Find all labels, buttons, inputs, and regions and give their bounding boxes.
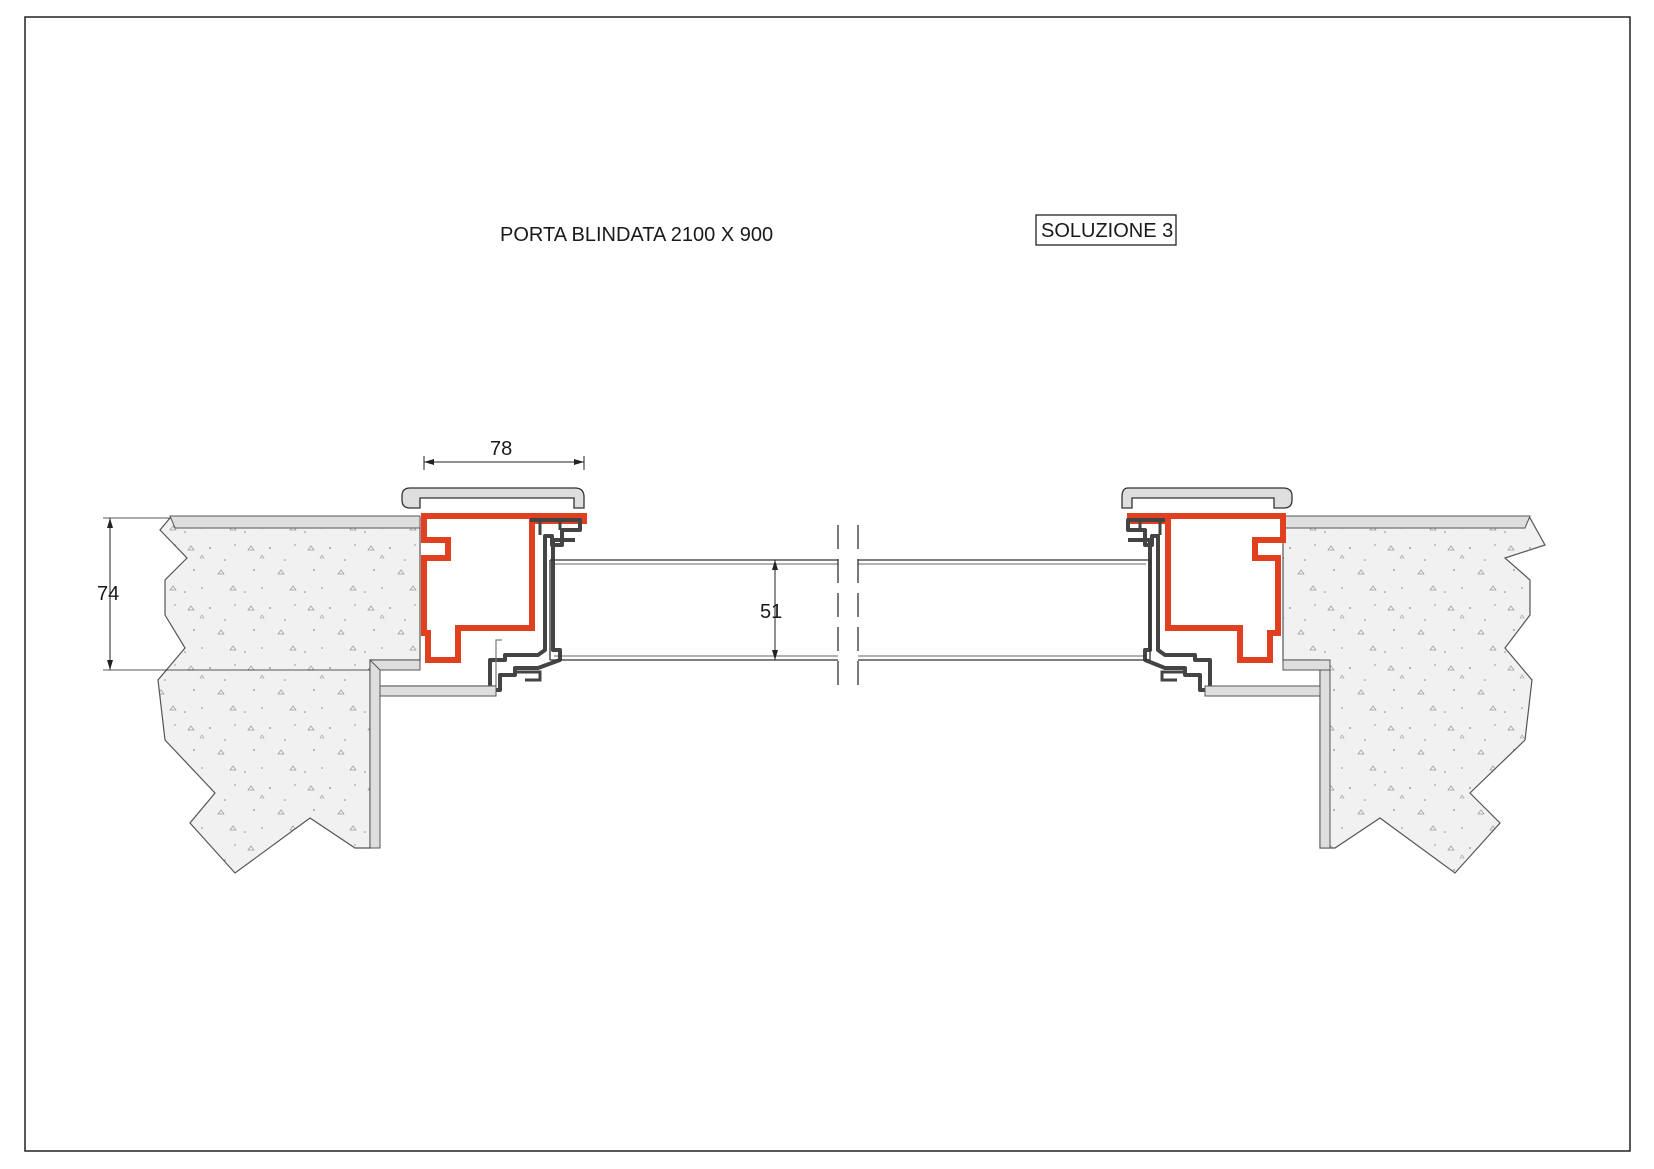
dimension-frame-width	[423, 456, 585, 470]
solution-box	[1035, 214, 1177, 246]
right-counterframe	[1127, 513, 1286, 663]
dimension-wall-depth	[103, 517, 370, 671]
drawing-title: PORTA BLINDATA 2100 X 900	[500, 224, 773, 246]
sheet-border	[24, 16, 1631, 1152]
dimension-frame-width-label: 78	[490, 438, 512, 460]
left-frame-profile	[488, 518, 582, 692]
door-leaf	[549, 525, 1151, 695]
dimension-door-thickness-label: 51	[760, 601, 782, 623]
dimension-door-thickness	[772, 560, 778, 660]
right-frame-assembly	[1121, 487, 1321, 697]
right-wall	[1282, 515, 1546, 874]
dimension-wall-depth-label: 74	[97, 583, 119, 605]
right-frame-profile	[1126, 518, 1212, 692]
left-wall	[157, 515, 421, 874]
left-frame-assembly	[379, 487, 587, 697]
solution-label: SOLUZIONE 3	[1041, 220, 1173, 242]
right-cover-cap	[1121, 487, 1293, 509]
left-cover-cap	[401, 487, 585, 509]
